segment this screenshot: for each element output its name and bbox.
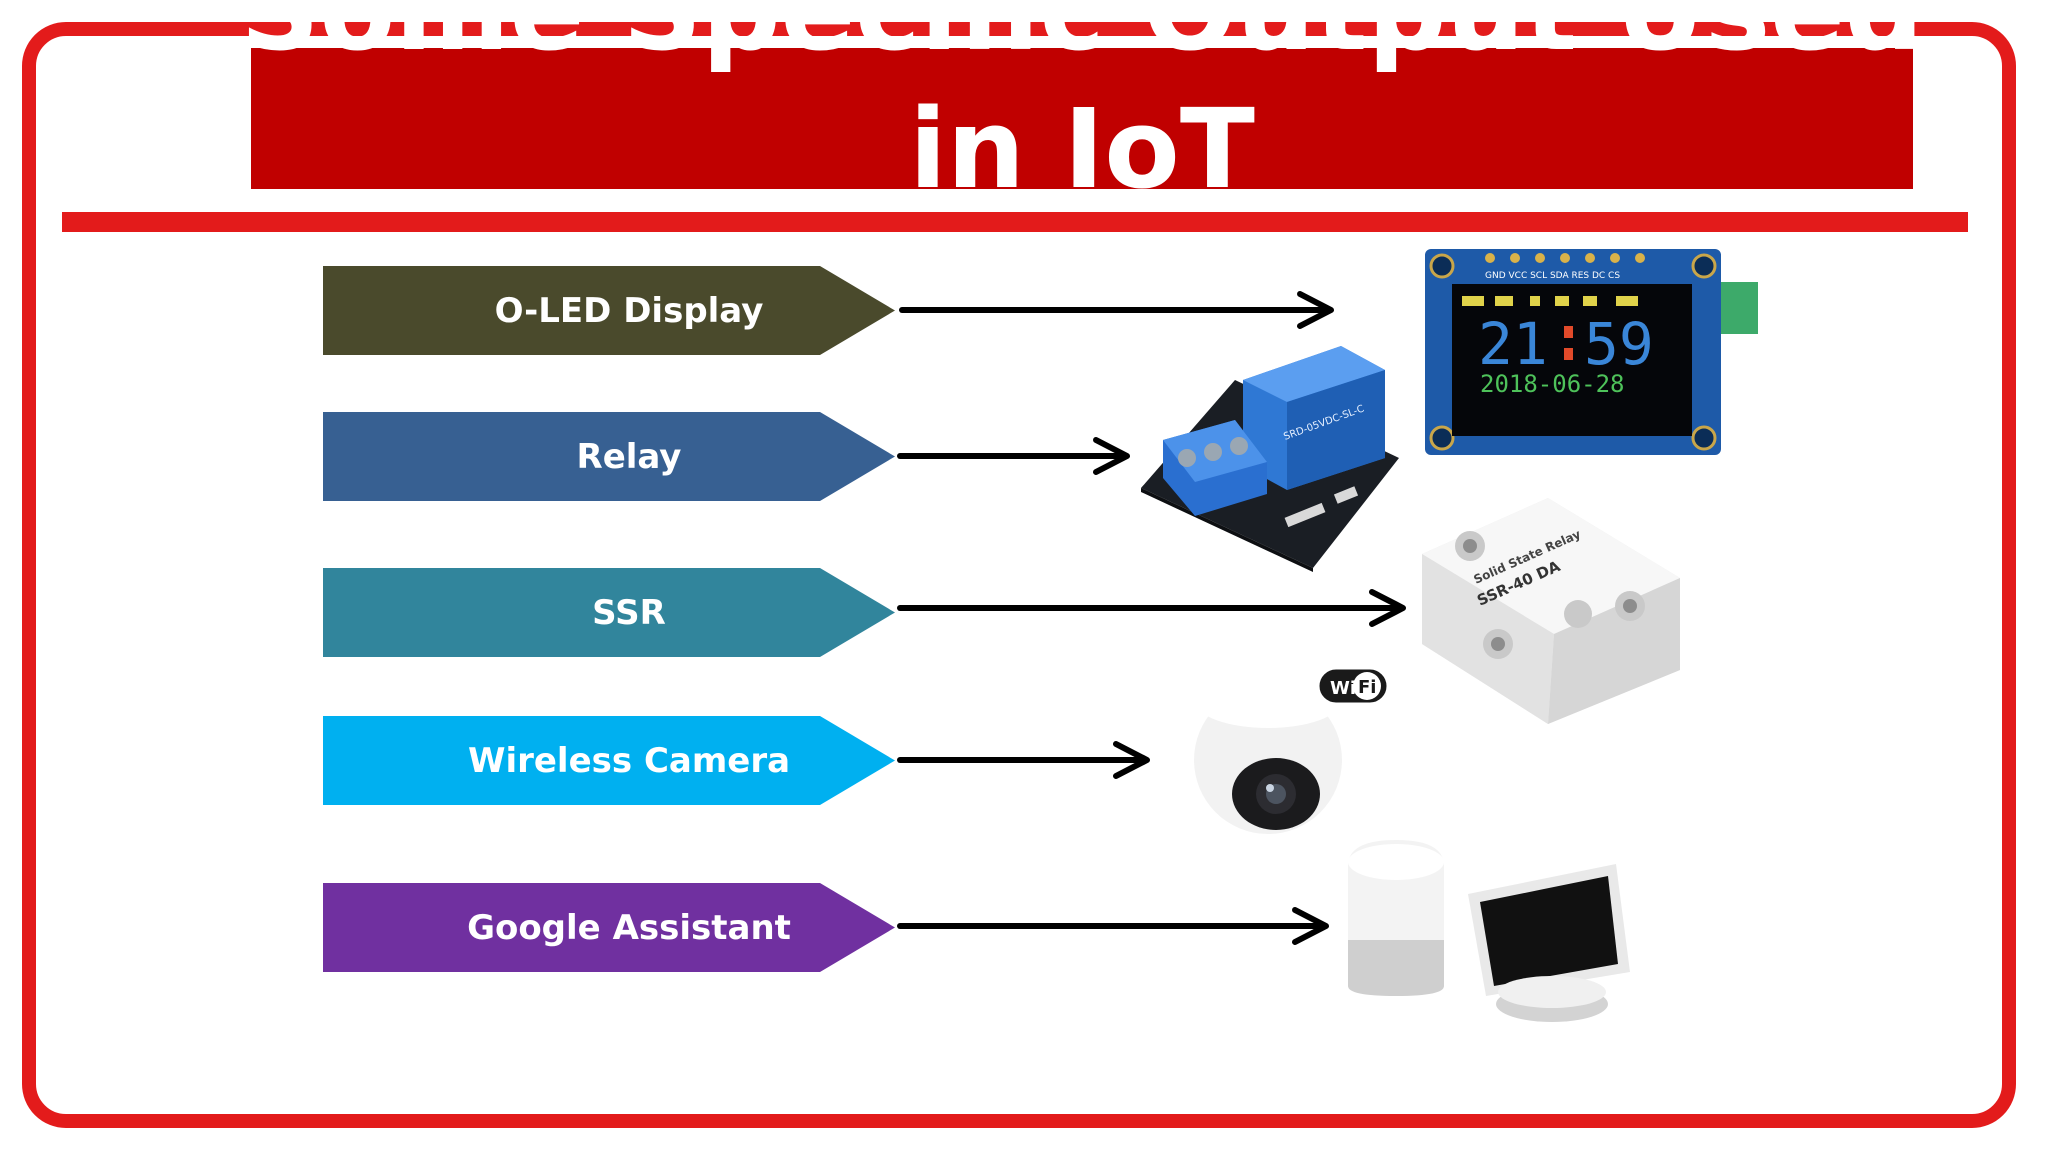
google-devices-image: [1348, 840, 1630, 1022]
arrow-right-icon: [897, 741, 1150, 779]
oled-time-minutes: 59: [1584, 310, 1654, 378]
wifi-badge-left: Wi: [1330, 678, 1356, 699]
chevron-camera: Wireless Camera: [323, 716, 895, 805]
arrow-right-icon: [897, 589, 1406, 627]
chevron-label: Wireless Camera: [467, 740, 791, 781]
slide-title: Some Specific Output Used in IoT: [240, 0, 1924, 213]
oled-time-hours: 21: [1478, 310, 1548, 378]
chevron-label: Relay: [576, 436, 682, 477]
chevron-shape: [323, 716, 895, 805]
arrow-right-icon: [897, 437, 1130, 475]
wifi-badge-right: Fi: [1358, 677, 1376, 698]
ssr-image: Solid State Relay SSR-40 DA: [1422, 498, 1680, 724]
chevron-google: Google Assistant: [323, 883, 895, 972]
chevron-ssr: SSR: [323, 568, 895, 657]
chevron-label: Google Assistant: [467, 907, 791, 948]
chevron-label: O-LED Display: [494, 290, 764, 331]
chevron-label: SSR: [592, 592, 666, 633]
chevron-shape: [323, 883, 895, 972]
oled-date: 2018-06-28: [1480, 370, 1625, 398]
chevron-relay: Relay: [323, 412, 895, 501]
arrow-right-icon: [897, 907, 1329, 945]
chevron-shape: [323, 568, 895, 657]
oled-pin-labels: GND VCC SCL SDA RES DC CS: [1485, 271, 1620, 281]
title-underline: [62, 212, 1968, 232]
arrow-right-icon: [899, 291, 1334, 329]
oled-display-image: GND VCC SCL SDA RES DC CS 21 59 2018-06-…: [1425, 249, 1758, 455]
chevron-shape: [323, 266, 895, 355]
dome-camera-image: Wi Fi: [1194, 666, 1390, 834]
chevron-oled: O-LED Display: [323, 266, 895, 355]
title-bar: [251, 48, 1913, 189]
wifi-badge-icon: Wi Fi: [1316, 666, 1390, 706]
relay-module-image: SRD-05VDC-SL-C: [1141, 346, 1399, 572]
chevron-shape: [323, 412, 895, 501]
